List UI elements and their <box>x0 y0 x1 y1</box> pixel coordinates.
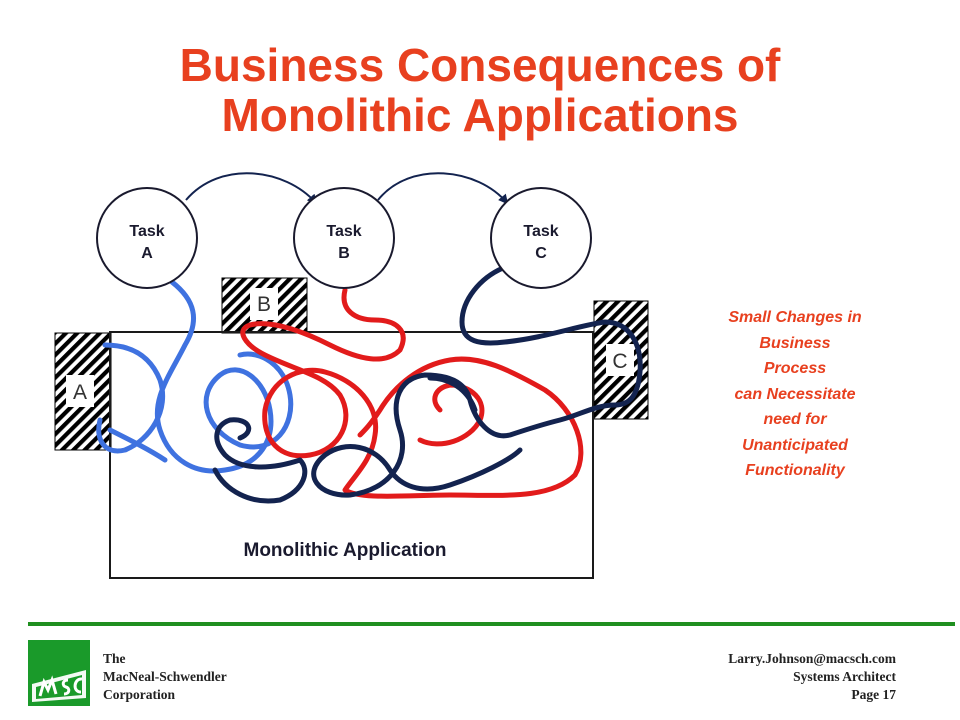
tab-b-letter: B <box>257 293 271 316</box>
tab-b-bg <box>250 288 278 320</box>
footer-divider <box>28 622 955 626</box>
task-b-node: Task B <box>293 187 395 289</box>
task-c-label-2: C <box>535 245 547 262</box>
slide-title: Business Consequences of Monolithic Appl… <box>0 40 960 140</box>
side-note-line-5: need for <box>763 411 827 428</box>
side-note-line-1: Small Changes in <box>728 309 862 326</box>
side-note-line-7: Functionality <box>745 462 845 479</box>
arrow-task-b-to-c <box>377 172 509 205</box>
tab-a-bg <box>66 375 94 407</box>
tab-c-bg <box>606 344 634 376</box>
side-note-line-3: Process <box>763 360 827 377</box>
slide-title-line-1: Business Consequences of <box>179 39 781 91</box>
task-b-label-2: B <box>338 245 350 262</box>
tab-c-letter: C <box>612 350 627 373</box>
side-note-line-4: can Necessitate <box>734 385 856 403</box>
task-c-node: Task C <box>490 187 592 289</box>
slide-title-line-2: Monolithic Applications <box>221 89 739 141</box>
footer-company-line-2: MacNeal-Schwendler <box>103 669 227 684</box>
task-a-label-2: A <box>141 245 153 262</box>
hatch-block-a <box>54 332 112 451</box>
tab-a-letter: A <box>73 381 87 404</box>
task-b-label-1: Task <box>326 223 361 240</box>
footer-company-line-3: Corporation <box>103 687 175 702</box>
blue-strand <box>96 279 294 474</box>
monolith-box <box>109 331 594 579</box>
footer-company-line-1: The <box>103 651 126 666</box>
navy-strand <box>212 265 643 504</box>
footer-company: The MacNeal-Schwendler Corporation <box>103 650 227 704</box>
arrow-task-a-to-b <box>185 172 318 205</box>
footer-page-number: Page 17 <box>851 687 896 702</box>
msc-logo <box>28 640 90 706</box>
task-c-label-1: Task <box>523 223 558 240</box>
side-note-line-2: Business <box>759 334 831 352</box>
footer-email: Larry.Johnson@macsch.com <box>728 651 896 666</box>
task-a-label-1: Task <box>129 223 164 240</box>
footer-role: Systems Architect <box>793 669 896 684</box>
red-strand <box>240 287 584 499</box>
footer-contact: Larry.Johnson@macsch.com Systems Archite… <box>728 650 896 704</box>
side-note: Small Changes in Business Process can Ne… <box>690 305 900 484</box>
monolith-diagram: A B C Task A Task B Task C Monolithic Ap… <box>54 172 649 579</box>
task-a-node: Task A <box>96 187 198 289</box>
monolith-label: Monolithic Application <box>244 540 447 561</box>
side-note-line-6: Unanticipated <box>742 436 848 454</box>
